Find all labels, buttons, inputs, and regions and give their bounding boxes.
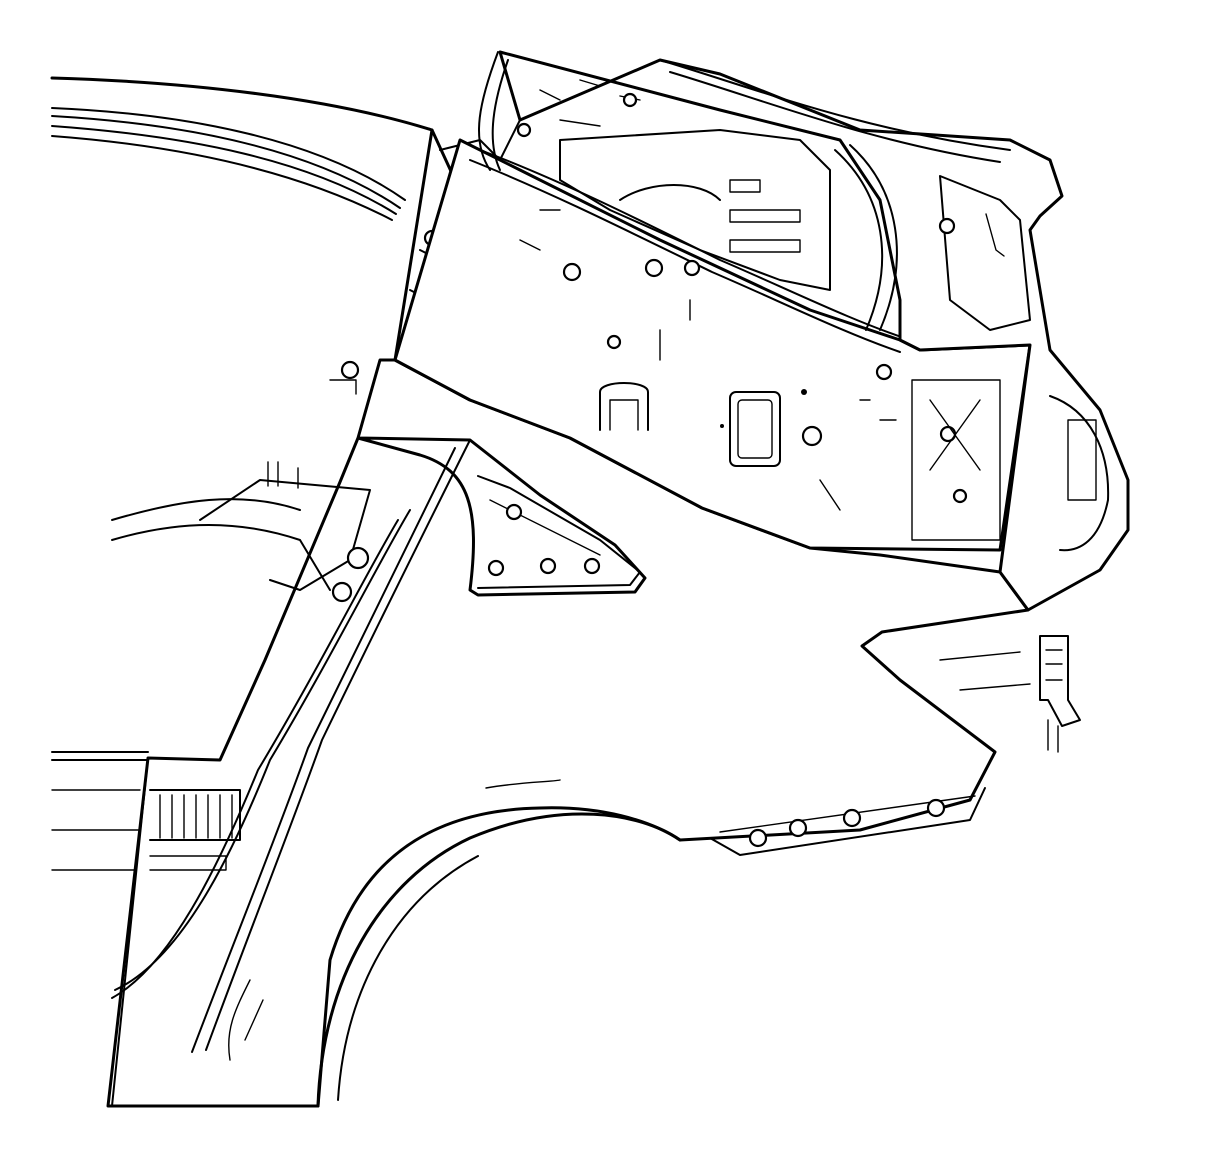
rocker-extension: [709, 787, 986, 856]
roof-rail: [50, 76, 434, 221]
rear-bumper-bracket: [939, 635, 1081, 753]
fuel-filler-pocket: [477, 475, 641, 589]
tail-lamp-pocket: [478, 50, 1130, 612]
rear-wheel-opening: [316, 812, 682, 1108]
rear-quarter-outer-panel: [106, 358, 1030, 1108]
rear-floor-structure: [51, 461, 371, 871]
rear-body-inner-panel: [393, 129, 1032, 552]
